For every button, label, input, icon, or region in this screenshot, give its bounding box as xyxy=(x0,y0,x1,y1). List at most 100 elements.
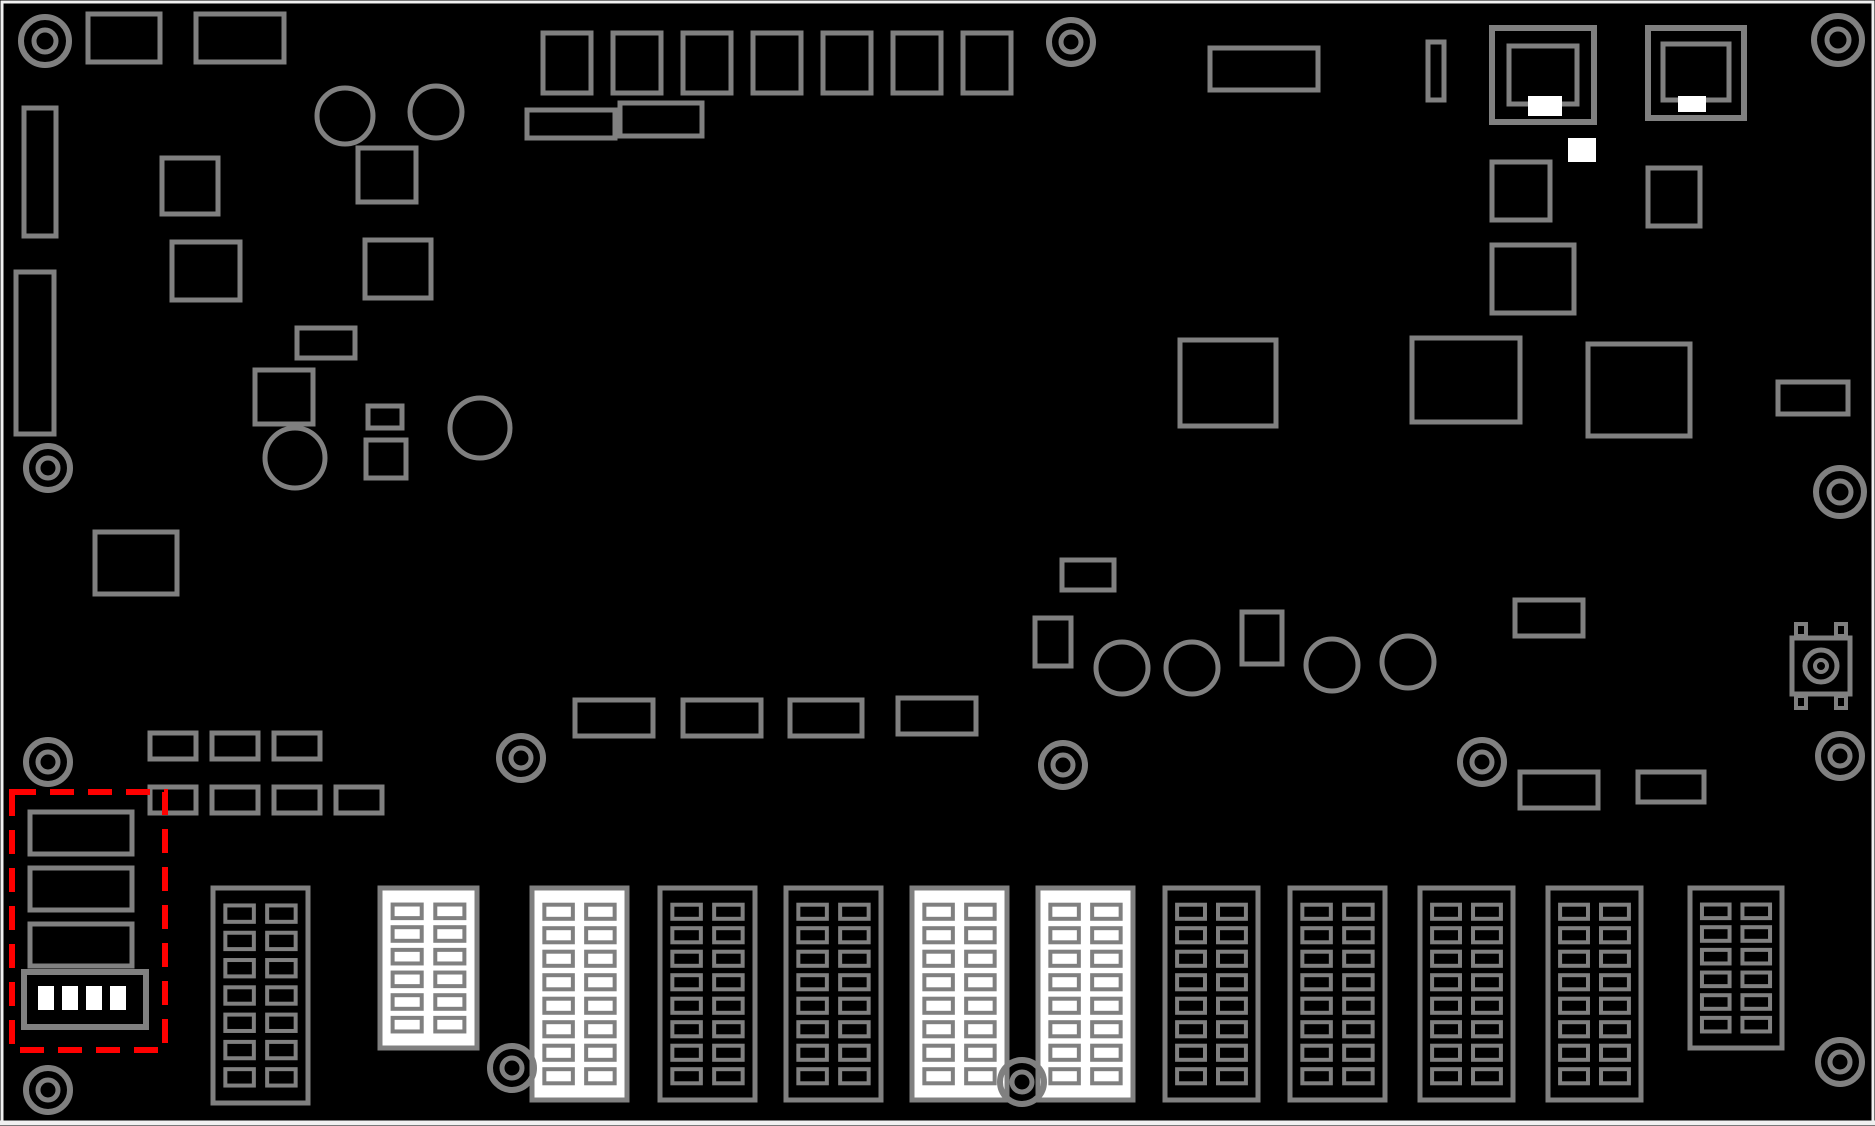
mounting-hole-inner xyxy=(1009,1069,1035,1095)
io-header xyxy=(1035,885,1136,1103)
mounting-hole xyxy=(23,1065,73,1115)
io-header-pin xyxy=(796,949,829,968)
mounting-hole xyxy=(1815,1037,1865,1087)
mounting-hole xyxy=(1457,737,1507,787)
io-header-pin xyxy=(670,1043,703,1062)
solder-pad xyxy=(1678,96,1706,112)
io-header-pin xyxy=(223,958,256,979)
push-button-pin xyxy=(1794,694,1808,710)
io-header-pin xyxy=(1699,902,1732,921)
io-header xyxy=(1545,885,1644,1103)
mounting-hole xyxy=(23,737,73,787)
io-header-pin xyxy=(796,926,829,945)
io-header-pin xyxy=(1300,1067,1333,1086)
mounting-hole xyxy=(1811,13,1865,67)
io-header-pin xyxy=(390,925,424,943)
io-header-pin xyxy=(712,926,745,945)
io-header-pin xyxy=(1090,1020,1123,1039)
io-header-pin xyxy=(1216,926,1248,945)
mounting-hole-inner xyxy=(35,1077,61,1103)
component xyxy=(1645,165,1703,229)
io-header-pin xyxy=(1430,1067,1462,1086)
io-header-pin xyxy=(223,930,256,952)
push-button-pin xyxy=(1794,622,1808,638)
component xyxy=(540,30,594,96)
io-header-pin xyxy=(1599,949,1631,968)
io-header-pin xyxy=(584,1043,617,1062)
io-header-pin xyxy=(838,1020,871,1039)
component xyxy=(1425,39,1447,103)
io-header-pin xyxy=(1599,902,1631,921)
io-header-pin xyxy=(1430,926,1462,945)
io-header-pin xyxy=(1048,1067,1081,1086)
ic xyxy=(1585,341,1693,439)
io-header-pin xyxy=(1558,1043,1590,1062)
component xyxy=(252,367,316,427)
io-header-pin xyxy=(1471,973,1503,992)
io-header-pin xyxy=(1216,949,1248,968)
io-header-pin xyxy=(1175,1020,1207,1039)
io-header-pin xyxy=(584,996,617,1015)
component xyxy=(147,730,199,762)
component xyxy=(960,30,1014,96)
pin-connector-pin xyxy=(110,986,126,1010)
io-header-pin xyxy=(1699,993,1732,1011)
highlighted-connector-part xyxy=(27,809,135,857)
io-header-pin xyxy=(1558,996,1590,1015)
io-header-pin xyxy=(223,1067,256,1088)
io-header-pin xyxy=(1090,949,1123,968)
io-header-pin xyxy=(838,1067,871,1086)
io-header-pin xyxy=(964,1067,997,1086)
component xyxy=(1032,615,1074,669)
component xyxy=(147,784,199,816)
mounting-hole-inner xyxy=(35,455,61,481)
io-header-pin xyxy=(838,996,871,1015)
component xyxy=(1512,597,1586,639)
component xyxy=(333,784,385,816)
io-header-pin xyxy=(964,926,997,945)
push-button xyxy=(1789,635,1853,697)
io-header-pin xyxy=(670,1020,703,1039)
component xyxy=(271,730,323,762)
io-header-pin xyxy=(670,926,703,945)
io-header-pin xyxy=(265,1039,298,1061)
io-header-pin xyxy=(1342,973,1375,992)
io-header-pin xyxy=(838,949,871,968)
io-header-pin xyxy=(1048,926,1081,945)
io-header-pin xyxy=(964,973,997,992)
io-header-pin xyxy=(1175,1043,1207,1062)
mounting-hole-inner xyxy=(31,27,59,55)
mounting-hole xyxy=(1813,465,1867,519)
io-header-pin xyxy=(1175,1067,1207,1086)
component xyxy=(362,237,434,301)
component xyxy=(1239,609,1285,667)
push-button-pin xyxy=(1834,622,1848,638)
io-header-pin xyxy=(796,1020,829,1039)
io-header-pin xyxy=(670,1067,703,1086)
component xyxy=(294,325,358,361)
push-button-cap xyxy=(1802,647,1840,685)
io-header-pin xyxy=(433,970,467,989)
io-header-pin xyxy=(1090,902,1123,921)
io-header-pin xyxy=(838,1043,871,1062)
io-header-pin xyxy=(1699,925,1732,943)
io-header xyxy=(377,885,480,1051)
io-header-pin xyxy=(1558,926,1590,945)
io-header-pin xyxy=(1558,973,1590,992)
io-header-pin xyxy=(1090,973,1123,992)
io-header xyxy=(1417,885,1516,1103)
component xyxy=(820,30,874,96)
io-header-pin xyxy=(1216,973,1248,992)
io-header xyxy=(1162,885,1261,1103)
component-round xyxy=(1303,636,1361,694)
io-header-pin xyxy=(670,996,703,1015)
io-header-pin xyxy=(1471,1020,1503,1039)
pin-connector-pin xyxy=(86,986,102,1010)
component xyxy=(209,784,261,816)
component xyxy=(572,697,656,739)
io-header-pin xyxy=(1175,926,1207,945)
io-header-pin xyxy=(1342,1067,1375,1086)
io-header-pin xyxy=(223,903,256,924)
io-header-pin xyxy=(1699,947,1732,966)
io-header-pin xyxy=(390,902,424,921)
